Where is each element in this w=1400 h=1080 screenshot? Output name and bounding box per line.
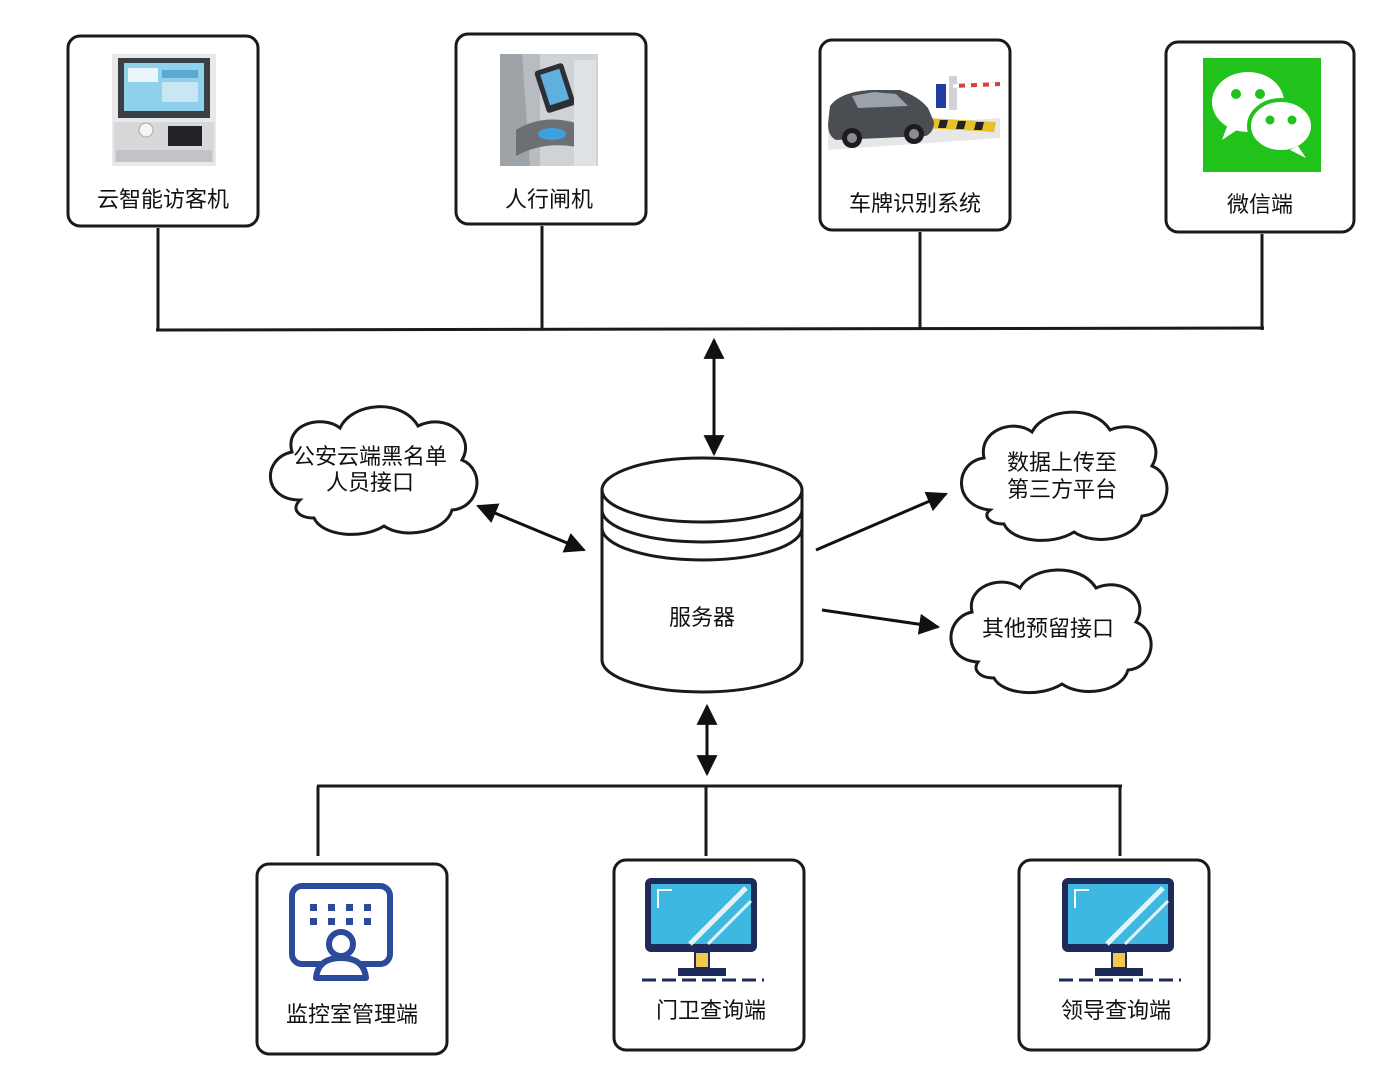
cloud-label-line-2: 第三方平台: [1007, 478, 1117, 503]
face-recognition-turnstile-image: [500, 54, 598, 166]
car-barrier-gate-image: [828, 76, 1001, 150]
kiosk-terminal-image: [112, 54, 216, 166]
cloud-label-line-1: 数据上传至: [1007, 451, 1117, 476]
node-label: 微信端: [1227, 193, 1293, 218]
node-label: 领导查询端: [1061, 999, 1171, 1024]
node-guard-query: 门卫查询端: [612, 858, 806, 1052]
server-cylinder: 服务器: [600, 456, 804, 694]
cloud-label-line-1: 其他预留接口: [982, 617, 1114, 642]
node-plate-recognition: 车牌识别系统: [818, 38, 1012, 232]
arrow-server-reserved: [821, 608, 941, 635]
server-label: 服务器: [669, 606, 735, 631]
node-label: 车牌识别系统: [849, 192, 981, 217]
node-monitor-room: 监控室管理端: [255, 862, 449, 1056]
connection-arrows: [476, 337, 948, 777]
top-bus: [155, 226, 1265, 332]
cloud-label-line-2: 人员接口: [326, 471, 414, 496]
cloud-third-party-upload: 数据上传至 第三方平台: [960, 410, 1169, 542]
node-label: 云智能访客机: [97, 188, 229, 213]
wechat-icon: [1203, 58, 1321, 172]
node-label: 门卫查询端: [656, 999, 766, 1024]
cloud-reserved-interface: 其他预留接口: [949, 568, 1153, 695]
node-label: 监控室管理端: [286, 1003, 418, 1028]
bottom-bus: [316, 784, 1122, 856]
desktop-monitor-icon: [642, 878, 764, 982]
node-visitor-machine: 云智能访客机: [66, 34, 260, 228]
node-turnstile: 人行闸机: [454, 32, 648, 226]
desktop-monitor-icon: [1059, 878, 1181, 982]
arrow-server-thirdparty: [815, 491, 948, 552]
node-label: 人行闸机: [505, 188, 593, 213]
cloud-label-line-1: 公安云端黑名单: [293, 445, 447, 470]
monitor-user-icon: [289, 883, 393, 981]
arrow-blacklist-server: [476, 503, 586, 553]
node-leader-query: 领导查询端: [1017, 858, 1211, 1052]
node-wechat: 微信端: [1164, 40, 1356, 234]
cloud-blacklist-interface: 公安云端黑名单 人员接口: [268, 405, 479, 536]
